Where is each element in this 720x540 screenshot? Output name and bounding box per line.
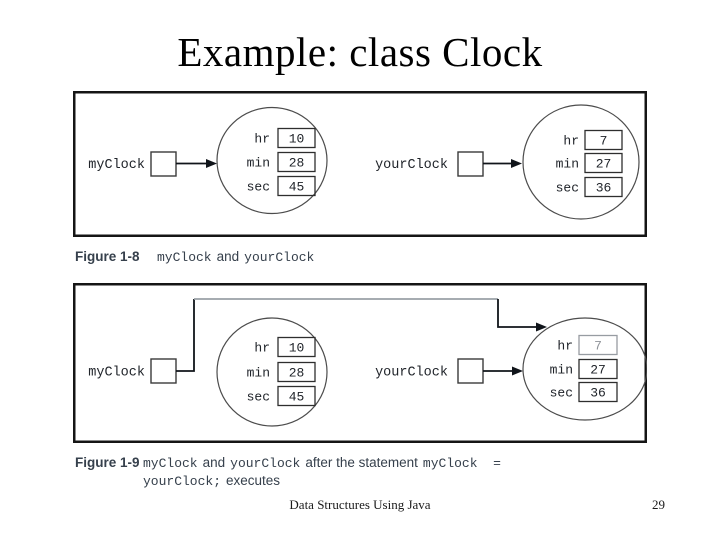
caption-word: executes bbox=[226, 473, 281, 488]
code-yourclock-semicolon: yourClock; bbox=[143, 474, 222, 489]
code-yourclock: yourClock bbox=[230, 456, 301, 471]
figure-1-9-caption: Figure 1-9 myClock and yourClock after the … bbox=[75, 454, 511, 490]
reference-line-drop bbox=[497, 299, 537, 328]
caption-word: after the statement bbox=[305, 455, 418, 470]
caption-text: myClock and yourClock bbox=[157, 248, 319, 266]
clock-object-circle-2 bbox=[522, 317, 647, 421]
value-box-min bbox=[584, 152, 623, 174]
field-label-min: min bbox=[550, 363, 573, 378]
field-label-min: min bbox=[556, 157, 579, 172]
field-value-min: 28 bbox=[289, 156, 305, 171]
arrowhead-icon bbox=[511, 159, 522, 168]
caption-word: and bbox=[216, 249, 240, 264]
page-number: 29 bbox=[652, 497, 665, 512]
value-box-min bbox=[277, 361, 316, 383]
field-value-hr: 7 bbox=[594, 339, 602, 354]
value-box-hr bbox=[277, 336, 316, 358]
pointer-box-yourclock bbox=[457, 358, 484, 384]
value-box-min bbox=[277, 151, 316, 173]
field-label-hr: hr bbox=[254, 132, 270, 147]
value-box-min bbox=[578, 358, 618, 380]
code-myclock: myClock bbox=[143, 456, 198, 471]
code-myclock: myClock bbox=[157, 250, 212, 265]
field-value-hr: 10 bbox=[289, 341, 305, 356]
pointer-box-myclock bbox=[150, 151, 177, 177]
figure-frame bbox=[73, 91, 647, 237]
pointer-label-myclock: myClock bbox=[88, 366, 145, 381]
caption-line-2: yourClock; executes bbox=[143, 473, 285, 489]
field-label-sec: sec bbox=[247, 180, 270, 195]
pointer-box-yourclock bbox=[457, 151, 484, 177]
field-label-sec: sec bbox=[550, 386, 573, 401]
footer-title: Data Structures Using Java bbox=[289, 497, 431, 512]
field-value-sec: 36 bbox=[590, 386, 606, 401]
field-value-min: 27 bbox=[596, 157, 612, 172]
value-box-sec bbox=[584, 176, 623, 198]
reference-line-riser bbox=[176, 299, 195, 372]
value-box-sec bbox=[277, 175, 316, 197]
pointer-label-yourclock: yourClock bbox=[375, 366, 448, 381]
figure-label: Figure 1-9 bbox=[75, 455, 140, 470]
caption-word: and bbox=[202, 455, 226, 470]
arrowhead-icon bbox=[206, 159, 217, 168]
value-box-hr bbox=[578, 334, 618, 356]
figure-frame bbox=[73, 283, 647, 443]
field-value-hr: 10 bbox=[289, 132, 305, 147]
clock-object-circle-1 bbox=[216, 317, 328, 427]
figure-1-8-caption: Figure 1-8 myClock and yourClock bbox=[75, 248, 319, 266]
caption-line-1: myClock and yourClock after the statement my… bbox=[143, 455, 506, 471]
value-box-hr bbox=[584, 129, 623, 151]
clock-object-circle-2 bbox=[522, 104, 640, 220]
figure-1-9-diagram: myClock hr 10 min 28 sec 45 yourClock hr… bbox=[73, 283, 647, 443]
pointer-label-myclock: myClock bbox=[88, 158, 145, 173]
arrowhead-icon bbox=[536, 322, 547, 332]
pointer-box-myclock bbox=[150, 358, 177, 384]
field-label-hr: hr bbox=[563, 134, 579, 149]
field-label-sec: sec bbox=[247, 390, 270, 405]
field-label-sec: sec bbox=[556, 181, 579, 196]
field-label-min: min bbox=[247, 366, 270, 381]
value-box-hr bbox=[277, 127, 316, 149]
value-box-sec bbox=[277, 385, 316, 407]
field-label-hr: hr bbox=[557, 339, 573, 354]
field-value-hr: 7 bbox=[600, 134, 608, 149]
pointer-label-yourclock: yourClock bbox=[375, 158, 448, 173]
field-value-min: 27 bbox=[590, 363, 606, 378]
field-label-hr: hr bbox=[254, 341, 270, 356]
code-yourclock: yourClock bbox=[244, 250, 315, 265]
caption-text: myClock and yourClock after the statement my… bbox=[143, 454, 511, 490]
field-value-sec: 45 bbox=[289, 180, 305, 195]
clock-object-circle-1 bbox=[216, 106, 328, 215]
field-value-min: 28 bbox=[289, 366, 305, 381]
figure-1-8-diagram: myClock hr 10 min 28 sec 45 yourClock hr… bbox=[73, 91, 647, 237]
field-value-sec: 36 bbox=[596, 181, 612, 196]
field-value-sec: 45 bbox=[289, 390, 305, 405]
field-label-min: min bbox=[247, 156, 270, 171]
value-box-sec bbox=[578, 381, 618, 403]
page-title: Example: class Clock bbox=[177, 29, 543, 75]
figure-label: Figure 1-8 bbox=[75, 249, 140, 264]
code-assignment: myClock = bbox=[422, 456, 501, 471]
arrowhead-icon bbox=[512, 366, 523, 376]
